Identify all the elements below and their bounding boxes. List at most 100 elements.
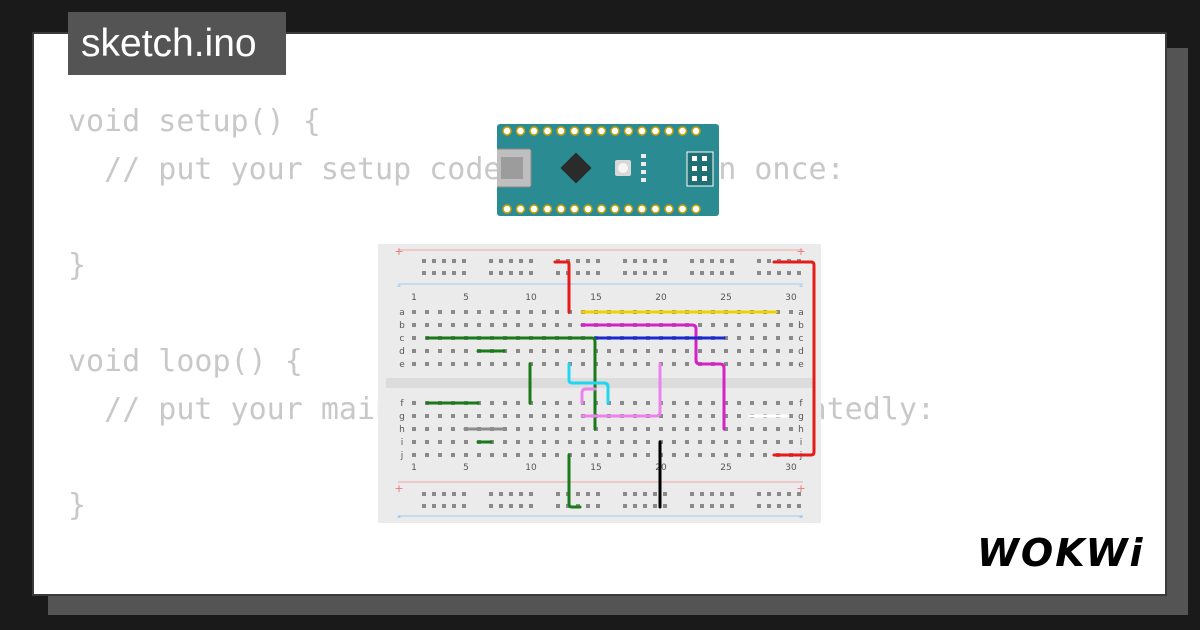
breadboard-hole[interactable] (710, 492, 714, 496)
breadboard-hole[interactable] (789, 362, 793, 366)
breadboard-hole[interactable] (757, 504, 761, 508)
breadboard-hole[interactable] (412, 349, 416, 353)
breadboard-hole[interactable] (516, 427, 520, 431)
breadboard-hole[interactable] (720, 271, 724, 275)
wire-red[interactable] (772, 260, 816, 457)
nano-pin[interactable] (583, 126, 593, 136)
breadboard-hole[interactable] (724, 323, 728, 327)
breadboard-hole[interactable] (568, 401, 572, 405)
breadboard-hole[interactable] (422, 504, 426, 508)
nano-pin[interactable] (529, 126, 539, 136)
breadboard-hole[interactable] (690, 271, 694, 275)
breadboard-hole[interactable] (685, 401, 689, 405)
breadboard-hole[interactable] (586, 259, 590, 263)
nano-pin[interactable] (650, 204, 661, 214)
breadboard-hole[interactable] (777, 492, 781, 496)
breadboard-hole[interactable] (509, 271, 513, 275)
breadboard-hole[interactable] (412, 414, 416, 418)
breadboard-hole[interactable] (586, 504, 590, 508)
breadboard-hole[interactable] (720, 492, 724, 496)
breadboard-hole[interactable] (663, 271, 667, 275)
breadboard-hole[interactable] (490, 401, 494, 405)
breadboard-hole[interactable] (490, 362, 494, 366)
breadboard-hole[interactable] (767, 492, 771, 496)
breadboard-hole[interactable] (464, 440, 468, 444)
breadboard-hole[interactable] (730, 259, 734, 263)
breadboard-hole[interactable] (620, 453, 624, 457)
breadboard-hole[interactable] (750, 427, 754, 431)
breadboard-hole[interactable] (750, 440, 754, 444)
breadboard-hole[interactable] (503, 440, 507, 444)
breadboard-hole[interactable] (797, 271, 801, 275)
nano-pin[interactable] (502, 204, 512, 214)
nano-pin[interactable] (677, 126, 688, 136)
breadboard-hole[interactable] (620, 349, 624, 353)
breadboard-hole[interactable] (542, 310, 546, 314)
breadboard-hole[interactable] (438, 362, 442, 366)
breadboard-hole[interactable] (711, 427, 715, 431)
breadboard-hole[interactable] (503, 401, 507, 405)
breadboard-hole[interactable] (412, 362, 416, 366)
breadboard-hole[interactable] (698, 427, 702, 431)
breadboard-hole[interactable] (451, 323, 455, 327)
breadboard-hole[interactable] (451, 414, 455, 418)
breadboard-hole[interactable] (767, 271, 771, 275)
breadboard-hole[interactable] (425, 427, 429, 431)
breadboard-hole[interactable] (438, 440, 442, 444)
breadboard-hole[interactable] (555, 440, 559, 444)
breadboard-hole[interactable] (730, 271, 734, 275)
breadboard-hole[interactable] (737, 414, 741, 418)
breadboard-hole[interactable] (596, 271, 600, 275)
wire-green[interactable] (425, 336, 597, 431)
breadboard-hole[interactable] (653, 504, 657, 508)
breadboard-hole[interactable] (737, 349, 741, 353)
breadboard-hole[interactable] (623, 271, 627, 275)
breadboard-hole[interactable] (763, 323, 767, 327)
breadboard-hole[interactable] (581, 427, 585, 431)
breadboard-hole[interactable] (620, 427, 624, 431)
breadboard-hole[interactable] (633, 401, 637, 405)
breadboard-hole[interactable] (698, 453, 702, 457)
breadboard-hole[interactable] (663, 259, 667, 263)
nano-pin[interactable] (596, 204, 607, 214)
breadboard-hole[interactable] (442, 504, 446, 508)
breadboard-hole[interactable] (464, 362, 468, 366)
breadboard-hole[interactable] (432, 492, 436, 496)
breadboard-hole[interactable] (763, 362, 767, 366)
breadboard-hole[interactable] (452, 492, 456, 496)
breadboard-hole[interactable] (750, 362, 754, 366)
breadboard-hole[interactable] (750, 453, 754, 457)
breadboard-hole[interactable] (700, 271, 704, 275)
breadboard-hole[interactable] (422, 492, 426, 496)
breadboard-hole[interactable] (776, 401, 780, 405)
breadboard-hole[interactable] (452, 504, 456, 508)
breadboard-hole[interactable] (542, 401, 546, 405)
breadboard-hole[interactable] (653, 271, 657, 275)
breadboard-hole[interactable] (724, 427, 728, 431)
wire-green[interactable] (567, 453, 582, 509)
breadboard-hole[interactable] (556, 492, 560, 496)
breadboard-hole[interactable] (789, 310, 793, 314)
breadboard-hole[interactable] (555, 453, 559, 457)
breadboard-hole[interactable] (633, 259, 637, 263)
nano-pin[interactable] (515, 204, 526, 214)
breadboard-hole[interactable] (568, 440, 572, 444)
breadboard-hole[interactable] (464, 310, 468, 314)
breadboard-hole[interactable] (499, 492, 503, 496)
breadboard-hole[interactable] (763, 453, 767, 457)
breadboard-hole[interactable] (757, 271, 761, 275)
breadboard-hole[interactable] (685, 453, 689, 457)
breadboard-hole[interactable] (663, 492, 667, 496)
breadboard-hole[interactable] (568, 414, 572, 418)
breadboard-hole[interactable] (672, 453, 676, 457)
breadboard-hole[interactable] (576, 492, 580, 496)
breadboard-hole[interactable] (490, 414, 494, 418)
breadboard-hole[interactable] (489, 504, 493, 508)
breadboard-hole[interactable] (576, 259, 580, 263)
breadboard-hole[interactable] (720, 259, 724, 263)
breadboard-hole[interactable] (763, 349, 767, 353)
breadboard-hole[interactable] (710, 504, 714, 508)
breadboard-hole[interactable] (432, 504, 436, 508)
breadboard-hole[interactable] (555, 362, 559, 366)
breadboard-hole[interactable] (685, 427, 689, 431)
